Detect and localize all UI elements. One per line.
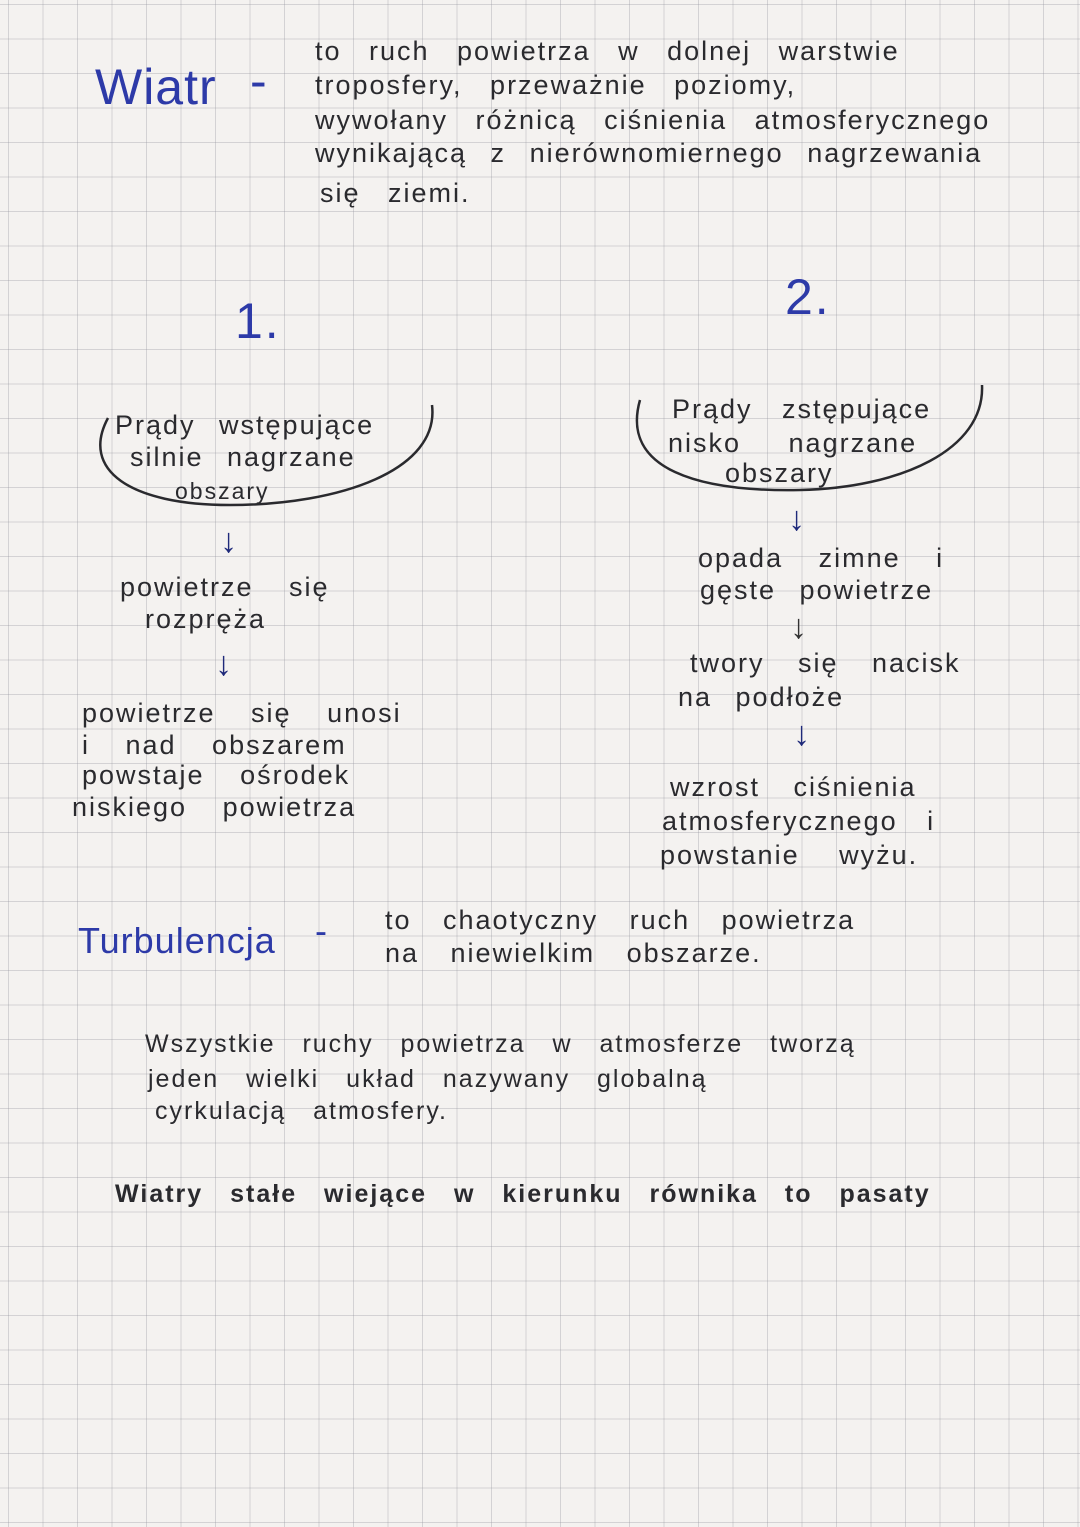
- col1-step2-line-1: powietrze się unosi: [82, 698, 402, 728]
- bubble-2-line-1: Prądy zstępujące: [672, 394, 932, 424]
- col2-step2-line-1: twory się nacisk: [690, 648, 961, 678]
- circulation-line-1: Wszystkie ruchy powietrza w atmosferze t…: [145, 1030, 856, 1058]
- column-1-number: 1.: [235, 293, 281, 349]
- wiatr-term: Wiatr: [95, 59, 217, 115]
- wiatr-line-3: wywołany różnicą ciśnienia atmosferyczne…: [315, 105, 991, 135]
- turbulencja-dash: -: [315, 910, 328, 951]
- bubble-1-line-1: Prądy wstępujące: [115, 410, 375, 440]
- wiatr-line-5: się ziemi.: [320, 178, 471, 208]
- pasaty-line: Wiatry stałe wiejące w kierunku równika …: [115, 1180, 931, 1208]
- col1-step2-line-3: powstaje ośrodek: [82, 760, 351, 790]
- bubble-1-outline: [99, 404, 434, 507]
- col2-step1-line-2: gęste powietrze: [700, 575, 934, 605]
- arrow-down-icon: ↓: [790, 608, 807, 646]
- arrow-down-icon: ↓: [220, 522, 237, 560]
- col2-step2-line-2: na podłoże: [678, 682, 845, 712]
- bubble-1-line-2: silnie nagrzane: [130, 442, 356, 472]
- col1-step2-line-4: niskiego powietrza: [72, 792, 357, 822]
- col2-step3-line-2: atmosferycznego i: [662, 806, 936, 836]
- col1-step2-line-2: i nad obszarem: [82, 730, 347, 760]
- col2-step3-line-1: wzrost ciśnienia: [670, 772, 917, 802]
- col1-step1-line-1: powietrze się: [120, 572, 330, 602]
- circulation-line-2: jeden wielki układ nazywany globalną: [148, 1065, 708, 1093]
- wiatr-dash: -: [250, 53, 268, 109]
- turbulencja-line-1: to chaotyczny ruch powietrza: [385, 905, 856, 935]
- bubble-1-line-3: obszary: [175, 478, 270, 504]
- circulation-line-3: cyrkulacją atmosfery.: [155, 1097, 448, 1125]
- wiatr-line-1: to ruch powietrza w dolnej warstwie: [315, 36, 900, 66]
- bubble-2-outline: [635, 384, 984, 492]
- column-2-number: 2.: [785, 269, 831, 325]
- turbulencja-term: Turbulencja: [78, 920, 276, 961]
- wiatr-line-2: troposfery, przeważnie poziomy,: [315, 70, 797, 100]
- arrow-down-icon: ↓: [793, 715, 810, 753]
- col2-step3-line-3: powstanie wyżu.: [660, 840, 919, 870]
- wiatr-line-4: wynikającą z nierównomiernego nagrzewani…: [315, 138, 983, 168]
- bubble-2-line-3: obszary: [725, 458, 834, 488]
- col2-step1-line-1: opada zimne i: [698, 543, 945, 573]
- col1-step1-line-2: rozpręża: [145, 604, 267, 634]
- arrow-down-icon: ↓: [788, 500, 805, 538]
- arrow-down-icon: ↓: [215, 645, 232, 683]
- bubble-2-line-2: nisko nagrzane: [668, 428, 918, 458]
- turbulencja-line-2: na niewielkim obszarze.: [385, 938, 762, 968]
